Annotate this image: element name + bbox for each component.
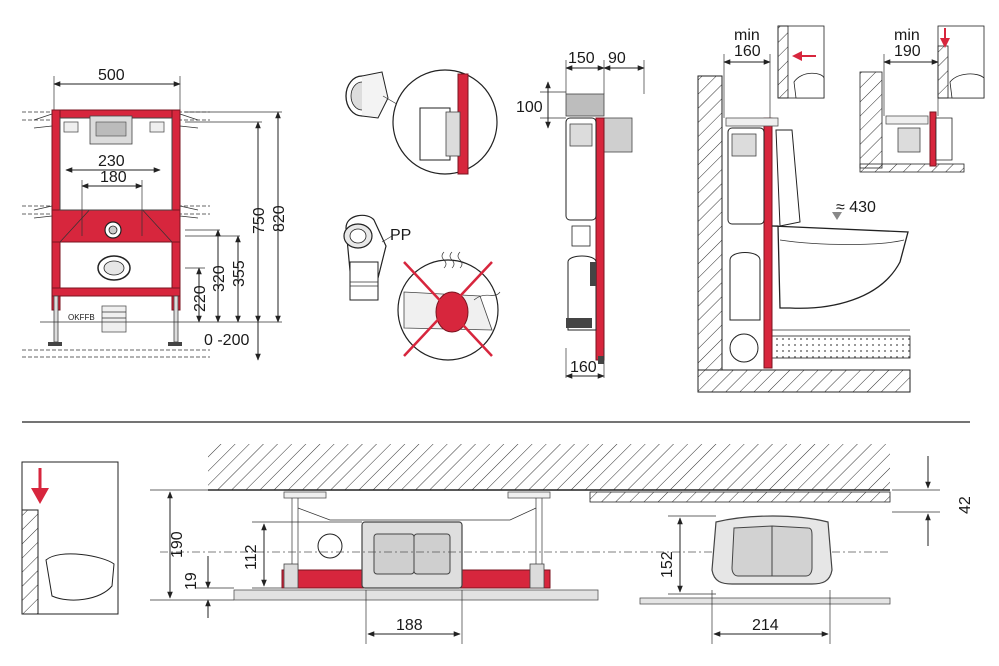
- pipe-details: PP: [343, 69, 501, 361]
- left-arrow-icon: [792, 51, 816, 61]
- down-arrow-icon: [31, 468, 49, 504]
- no-heat-icon: [403, 261, 493, 357]
- okffb-label: OKFFB: [68, 313, 95, 322]
- dim-19: 19: [183, 572, 200, 590]
- front-view: 500: [22, 67, 288, 361]
- heat-waves-icon: [441, 251, 463, 269]
- dim-214: 214: [752, 617, 779, 634]
- install-frame-red: [763, 117, 773, 369]
- dim-42: 42: [957, 496, 974, 514]
- plan-view: 190 112 19 188 152 214: [21, 444, 974, 644]
- ceiling-hatch: [208, 444, 890, 490]
- dim-100: 100: [516, 99, 543, 116]
- dim-188: 188: [396, 617, 423, 634]
- dim-180: 180: [100, 169, 127, 186]
- frame-bottom-bar: [51, 287, 181, 297]
- dim-355: 355: [231, 260, 248, 287]
- dim-220: 220: [192, 285, 209, 312]
- dim-112: 112: [243, 544, 260, 570]
- width-label: 500: [98, 67, 125, 84]
- down-arrow-icon-thumb: [940, 28, 950, 48]
- wc-bowl: [771, 225, 909, 309]
- plan-panel: [233, 589, 599, 601]
- dim-0-200: 0 -200: [204, 332, 249, 349]
- pp-label: PP: [390, 227, 411, 244]
- min-value-2: 190: [894, 43, 921, 60]
- min-label-1: min: [734, 27, 760, 44]
- dim-160-side: 160: [570, 359, 597, 376]
- dim-150: 150: [568, 50, 595, 67]
- approx-430: ≈ 430: [836, 199, 876, 216]
- install-view: min 160 ≈ 430 min 190: [697, 25, 985, 393]
- dim-230: 230: [98, 153, 125, 170]
- dim-90: 90: [608, 50, 626, 67]
- dim-320: 320: [211, 265, 228, 292]
- min-value-1: 160: [734, 43, 761, 60]
- dim-152: 152: [659, 551, 676, 578]
- dim-750: 750: [251, 207, 268, 234]
- min-label-2: min: [894, 27, 920, 44]
- dim-190: 190: [169, 531, 186, 558]
- dim-820: 820: [271, 205, 288, 232]
- side-view: 150 90 100 160: [516, 50, 645, 379]
- waste-pipe: [101, 305, 127, 333]
- side-frame-red: [595, 117, 605, 361]
